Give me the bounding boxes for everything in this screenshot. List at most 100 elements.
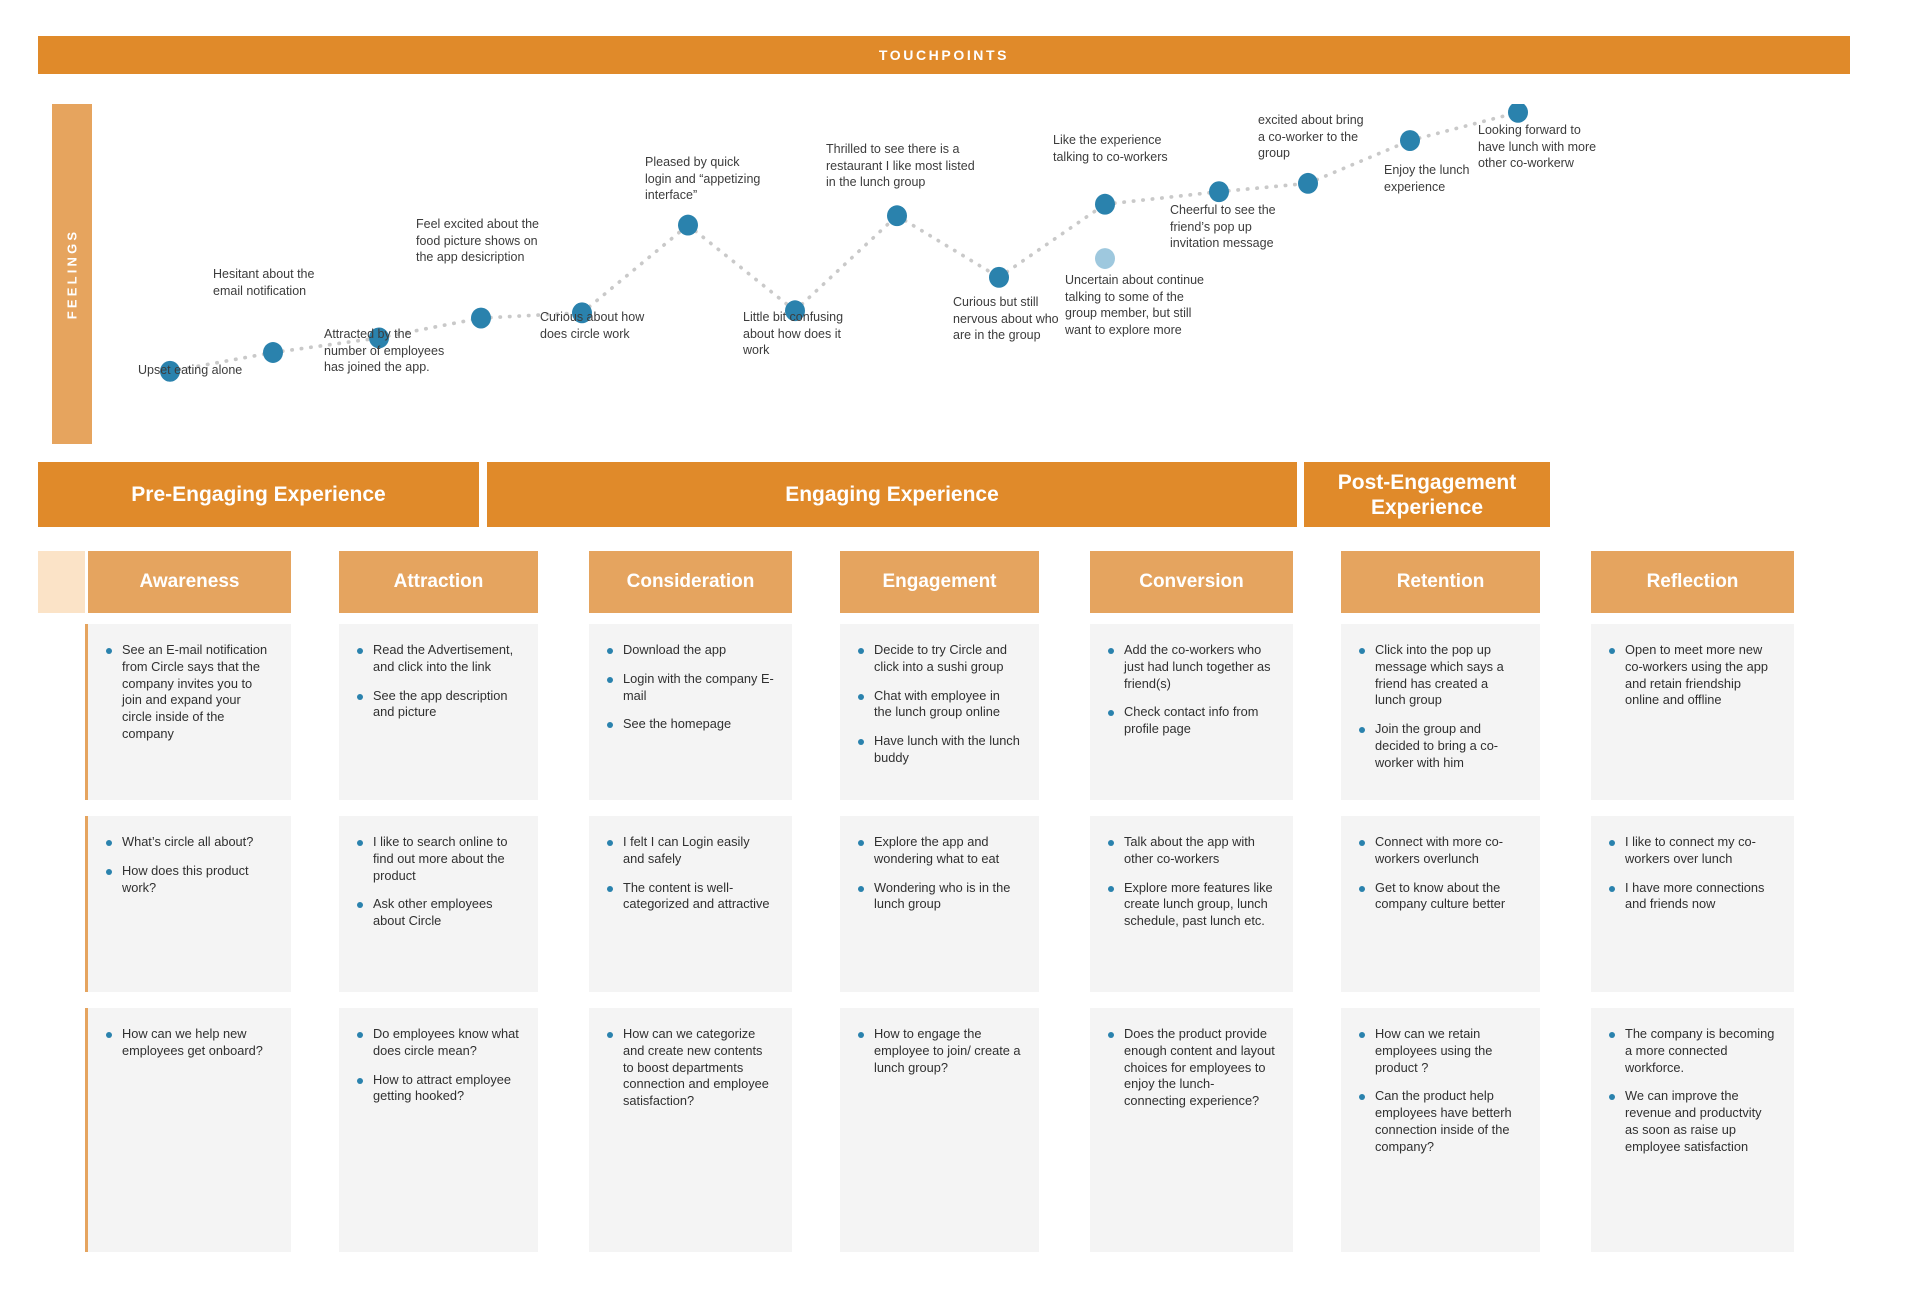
journey-cell: Add the co-workers who just had lunch to… xyxy=(1090,624,1293,800)
list-item: The content is well-categorized and attr… xyxy=(605,880,774,914)
feelings-row-label: FEELINGS xyxy=(64,228,80,320)
journey-cell: Explore the app and wondering what to ea… xyxy=(840,816,1039,992)
bullet-list: See an E-mail notification from Circle s… xyxy=(104,642,273,743)
journey-cell: The company is becoming a more connected… xyxy=(1591,1008,1794,1252)
stage-header-attraction[interactable]: Attraction xyxy=(339,551,538,613)
feelings-connector-line xyxy=(377,316,483,340)
phase-header[interactable]: Engaging Experience xyxy=(487,462,1297,527)
journey-cell: How can we categorize and create new con… xyxy=(589,1008,792,1252)
feelings-note: Thrilled to see there is a restaurant I … xyxy=(826,142,975,189)
feelings-connector-line xyxy=(1217,181,1310,194)
feelings-note: Upset eating alone xyxy=(138,363,243,377)
list-item: How does this product work? xyxy=(104,863,273,897)
feelings-chart: Upset eating alone Hesitant about the ema… xyxy=(98,104,1850,459)
list-item: How to engage the employee to join/ crea… xyxy=(856,1026,1021,1076)
row-actions: ACTIONSSee an E-mail notification from C… xyxy=(38,624,1850,800)
list-item: I have more connections and friends now xyxy=(1607,880,1776,914)
feelings-connector-line xyxy=(997,202,1107,280)
list-item: Login with the company E-mail xyxy=(605,671,774,705)
journey-cell: How can we retain employees using the pr… xyxy=(1341,1008,1540,1252)
bullet-list: Does the product provide enough content … xyxy=(1106,1026,1275,1110)
journey-cell: How can we help new employees get onboar… xyxy=(88,1008,291,1252)
list-item: Does the product provide enough content … xyxy=(1106,1026,1275,1110)
list-item: Chat with employee in the lunch group on… xyxy=(856,688,1021,722)
feelings-data-point xyxy=(1298,172,1318,194)
journey-cell: Do employees know what does circle mean?… xyxy=(339,1008,538,1252)
journey-cell: Talk about the app with other co-workers… xyxy=(1090,816,1293,992)
feelings-data-point xyxy=(989,266,1009,288)
list-item: What’s circle all about? xyxy=(104,834,273,851)
bullet-list: Read the Advertisement, and click into t… xyxy=(355,642,520,721)
bullet-list: Add the co-workers who just had lunch to… xyxy=(1106,642,1275,738)
feelings-connector-line xyxy=(479,310,584,320)
stage-header-conversion[interactable]: Conversion xyxy=(1090,551,1293,613)
feelings-data-point xyxy=(471,307,491,329)
stage-header-reflection[interactable]: Reflection xyxy=(1591,551,1794,613)
feelings-data-point xyxy=(678,214,698,236)
list-item: Check contact info from profile page xyxy=(1106,704,1275,738)
stage-header-awareness[interactable]: Awareness xyxy=(88,551,291,613)
journey-cell: I like to connect my co-workers over lun… xyxy=(1591,816,1794,992)
feelings-connector-line xyxy=(1306,138,1412,186)
journey-cell: Decide to try Circle and click into a su… xyxy=(840,624,1039,800)
list-item: Wondering who is in the lunch group xyxy=(856,880,1021,914)
feelings-section: FEELINGS Upset eating alone Hesitant abou… xyxy=(38,104,1850,459)
feelings-note: Like the experience talking to co-worker… xyxy=(1053,133,1168,164)
list-item: How to attract employee getting hooked? xyxy=(355,1072,520,1106)
feelings-connector-line xyxy=(168,350,275,374)
stage-header-retention[interactable]: Retention xyxy=(1341,551,1540,613)
journey-cell: I like to search online to find out more… xyxy=(339,816,538,992)
list-item: Do employees know what does circle mean? xyxy=(355,1026,520,1060)
bullet-list: The company is becoming a more connected… xyxy=(1607,1026,1776,1156)
feelings-note: Hesitant about the email notification xyxy=(213,267,315,298)
list-item: Add the co-workers who just had lunch to… xyxy=(1106,642,1275,692)
list-item: I felt I can Login easily and safely xyxy=(605,834,774,868)
bullet-list: What’s circle all about? How does this pr… xyxy=(104,834,273,896)
feelings-note: Enjoy the lunch experience xyxy=(1384,163,1470,194)
feelings-connector-line xyxy=(271,336,381,355)
feelings-line-chart xyxy=(160,104,1528,382)
feelings-data-point xyxy=(1095,193,1115,215)
list-item: See an E-mail notification from Circle s… xyxy=(104,642,273,743)
bullet-list: Click into the pop up message which says… xyxy=(1357,642,1522,772)
journey-cell: How to engage the employee to join/ crea… xyxy=(840,1008,1039,1252)
list-item: How can we categorize and create new con… xyxy=(605,1026,774,1110)
feelings-data-point xyxy=(160,360,180,382)
feelings-row-tab: FEELINGS xyxy=(52,104,92,444)
list-item: See the app description and picture xyxy=(355,688,520,722)
bullet-list: Decide to try Circle and click into a su… xyxy=(856,642,1021,767)
journey-cell: See an E-mail notification from Circle s… xyxy=(88,624,291,800)
stage-header-engagement[interactable]: Engagement xyxy=(840,551,1039,613)
stage-header-row: Awareness Attraction Consideration Engageme… xyxy=(38,551,1850,613)
stage-header-consideration[interactable]: Consideration xyxy=(589,551,792,613)
list-item: Can the product help employees have bett… xyxy=(1357,1088,1522,1155)
list-item: See the homepage xyxy=(605,716,774,733)
list-item: Talk about the app with other co-workers xyxy=(1106,834,1275,868)
feelings-note: Pleased by quick login and “appetizing i… xyxy=(645,155,761,202)
row-business: BUSINESSHow can we help new employees ge… xyxy=(38,1008,1850,1252)
list-item: We can improve the revenue and productvi… xyxy=(1607,1088,1776,1155)
feelings-connector-line xyxy=(580,223,690,315)
feelings-data-point xyxy=(263,342,283,363)
list-item: Explore more features like create lunch … xyxy=(1106,880,1275,930)
bullet-list: Do employees know what does circle mean?… xyxy=(355,1026,520,1105)
list-item: The company is becoming a more connected… xyxy=(1607,1026,1776,1076)
feelings-note: Feel excited about the food picture show… xyxy=(416,217,539,264)
list-item: Ask other employees about Circle xyxy=(355,896,520,930)
list-item: How can we retain employees using the pr… xyxy=(1357,1026,1522,1076)
feelings-note: Curious about how does circle work xyxy=(540,310,645,341)
bullet-list: How can we retain employees using the pr… xyxy=(1357,1026,1522,1156)
touchpoints-banner: TOUCHPOINTS xyxy=(38,36,1850,74)
feelings-data-point xyxy=(1400,130,1420,151)
list-item: I like to search online to find out more… xyxy=(355,834,520,884)
feelings-connector-line xyxy=(1103,189,1221,207)
list-item: Connect with more co-workers overlunch xyxy=(1357,834,1522,868)
list-item: Decide to try Circle and click into a su… xyxy=(856,642,1021,676)
phase-header[interactable]: Post-Engagement Experience xyxy=(1304,462,1550,527)
phase-header[interactable]: Pre-Engaging Experience xyxy=(38,462,479,527)
stage-row-corner xyxy=(38,551,85,613)
feelings-note: Uncertain about continue talking to some… xyxy=(1065,273,1204,337)
